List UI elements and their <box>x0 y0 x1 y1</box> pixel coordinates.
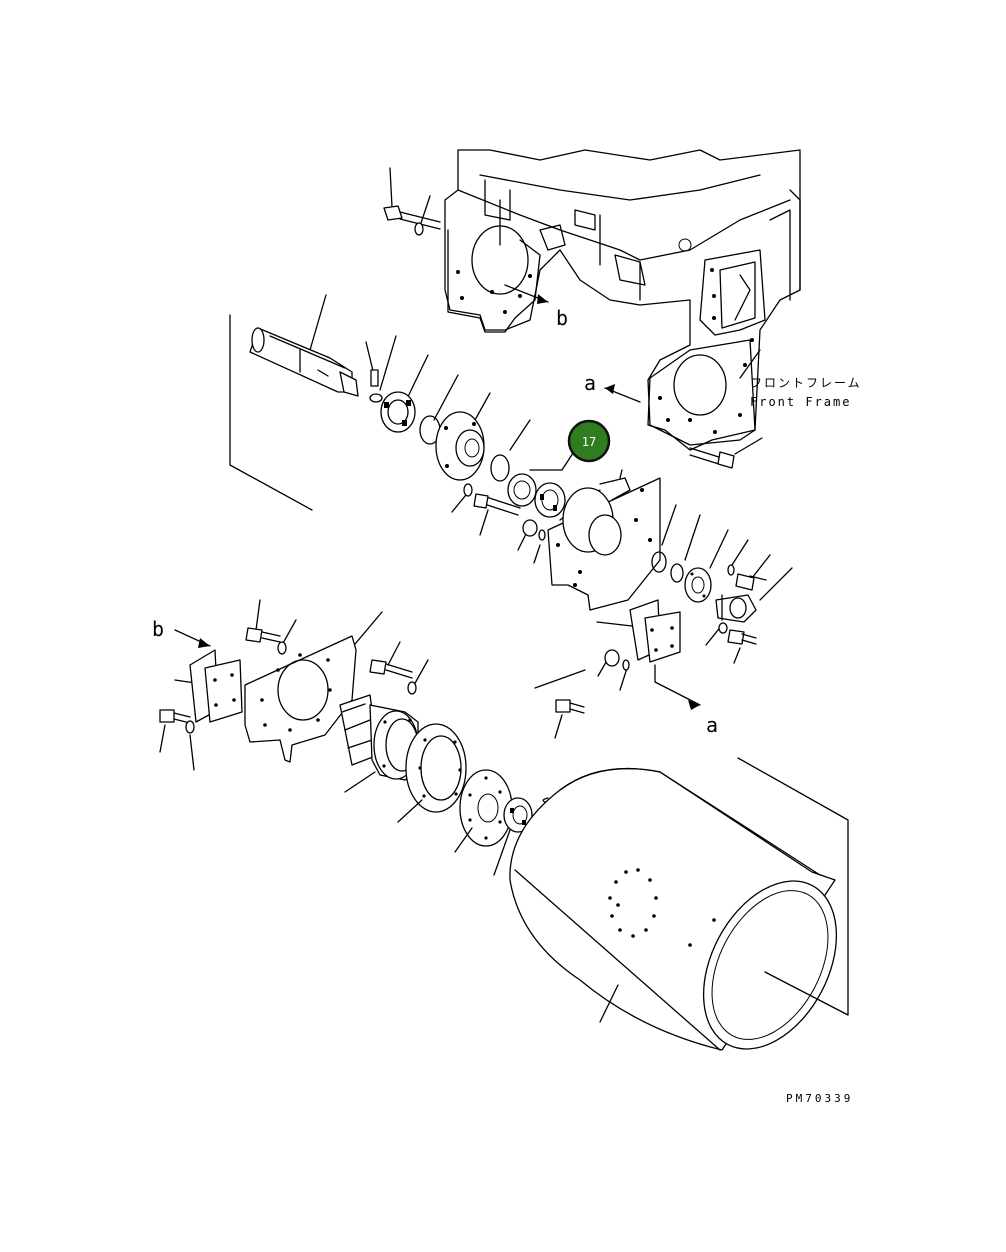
bolt-lower-center <box>534 669 586 739</box>
callout-17-badge[interactable] <box>567 419 611 463</box>
label-b-top: b <box>556 306 568 330</box>
right-cover <box>684 529 729 603</box>
right-bracket <box>547 469 661 611</box>
nut-lower-right <box>597 649 630 691</box>
flange <box>435 392 491 481</box>
drawing-code: PM70339 <box>786 1092 853 1105</box>
front-frame-assembly <box>444 149 801 451</box>
label-b-left: b <box>152 617 164 641</box>
bearing-lower <box>493 797 533 876</box>
left-mount-plate <box>174 649 243 723</box>
bolt-frame-right <box>689 437 763 469</box>
bearing-2 <box>507 473 537 507</box>
drum <box>509 757 849 1051</box>
left-bolt-center <box>369 641 429 695</box>
callout-17[interactable]: 17 <box>529 419 611 471</box>
front-frame-label-jp: フロントフレーム <box>750 376 862 390</box>
label-a-right: a <box>584 371 596 395</box>
right-snap-ring <box>651 504 701 583</box>
drum-disc <box>454 769 513 853</box>
reference-arrow-b-top: b <box>504 284 568 330</box>
shaft <box>229 294 359 511</box>
bolt-top <box>383 167 441 236</box>
front-frame-label: フロントフレーム Front Frame <box>739 349 862 409</box>
left-bolts-upper <box>245 599 297 655</box>
bearing-3 <box>534 482 566 518</box>
arrow-b-left: b <box>152 617 211 648</box>
snap-ring-2 <box>490 419 531 482</box>
drum-ring <box>397 723 467 823</box>
right-bolts <box>727 539 771 591</box>
reference-arrow-a-right: a <box>584 371 641 403</box>
label-a-bottom: a <box>706 713 718 737</box>
bolt-flange <box>451 483 521 536</box>
key-pin <box>365 335 397 403</box>
left-side-plate <box>244 611 383 763</box>
right-housing <box>715 567 793 623</box>
mount-plate-right: a <box>596 599 718 737</box>
front-frame-label-en: Front Frame <box>750 395 851 409</box>
bearing-1 <box>380 354 429 433</box>
nut-middle <box>517 519 546 564</box>
callout-17-number: 17 <box>582 435 596 449</box>
left-bolts-lower <box>159 709 195 771</box>
right-bolt-lower <box>705 622 757 664</box>
